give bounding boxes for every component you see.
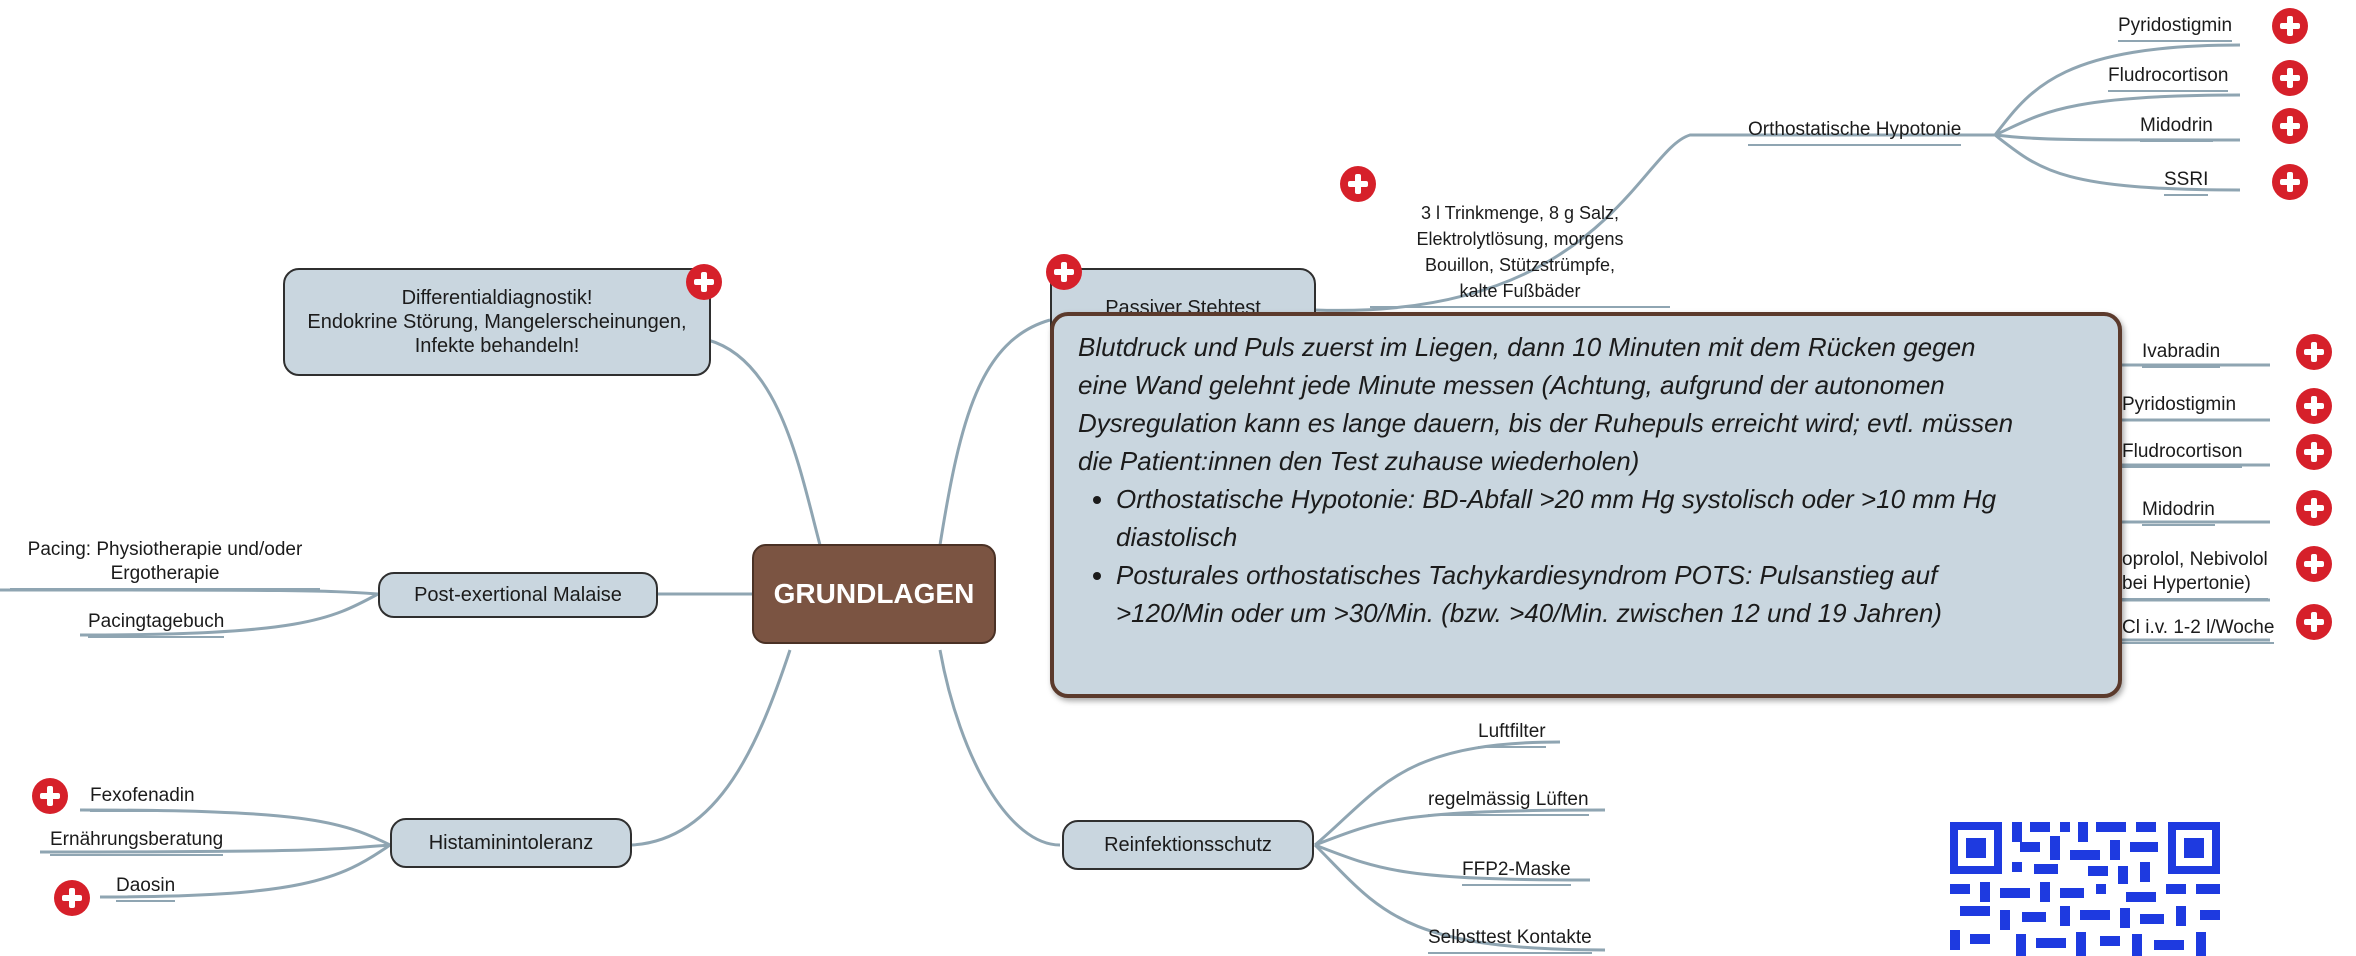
ortho-leaf-mido[interactable]: Midodrin (2140, 114, 2213, 142)
link-hist-daosin (99, 843, 391, 899)
link-ortho-ssri (1994, 133, 2241, 192)
differential-line2: Endokrine Störung, Mangelerscheinungen, (307, 311, 687, 333)
volume-line3: Bouillon, Stützstrümpfe, (1424, 255, 1616, 275)
root-label: GRUNDLAGEN (773, 578, 975, 609)
pots-leaf-nacl[interactable]: Cl i.v. 1-2 l/Woche (2122, 616, 2275, 644)
pem-leaf-pacing[interactable]: Pacing: Physiotherapie und/oder Ergother… (10, 538, 320, 590)
pots-leaf-mido[interactable]: Midodrin (2142, 498, 2215, 526)
reinfektion-label: Reinfektionsschutz (1104, 834, 1272, 856)
add-icon[interactable] (2296, 334, 2332, 370)
note-line4: die Patient:innen den Test zuhause wiede… (1078, 446, 1640, 476)
link-rein-luft (1314, 740, 1561, 847)
pots-leaf-pyr[interactable]: Pyridostigmin (2122, 393, 2237, 421)
note-bullet-1-line1: Orthostatische Hypotonie: BD-Abfall >20 … (1116, 484, 1997, 514)
add-icon[interactable] (2296, 388, 2332, 424)
link-root-histamin (631, 649, 792, 847)
stehtest-note-popup: Blutdruck und Puls zuerst im Liegen, dan… (1050, 312, 2122, 698)
reinfektion-leaf-ffp2[interactable]: FFP2-Maske (1462, 858, 1571, 886)
pots-leaf-beta[interactable]: oprolol, Nebivolol bei Hypertonie) (2122, 548, 2268, 600)
link-rein-selbst (1313, 843, 1606, 952)
histamin-label: Histaminintoleranz (428, 832, 594, 854)
reinfektion-leaf-lueften[interactable]: regelmässig Lüften (1428, 788, 1589, 816)
volume-line1: 3 l Trinkmenge, 8 g Salz, (1420, 203, 1620, 223)
pots-leaf-fludro[interactable]: Fludrocortison (2122, 440, 2243, 468)
histamin-leaf-fexo[interactable]: Fexofenadin (90, 784, 195, 812)
reinfektion-node[interactable]: Reinfektionsschutz (1062, 820, 1314, 870)
add-icon[interactable] (686, 264, 722, 300)
link-root-reinfektion (938, 649, 1061, 847)
note-bullet-1-line2: diastolisch (1116, 522, 1238, 552)
add-icon[interactable] (2296, 434, 2332, 470)
pem-label: Post-exertional Malaise (414, 584, 622, 606)
volume-line4: kalte Fußbäder (1459, 281, 1581, 301)
note-bullet-2: Posturales orthostatisches Tachykardiesy… (1116, 556, 2094, 632)
link-rein-lueften (1314, 808, 1606, 847)
ortho-label[interactable]: Orthostatische Hypotonie (1748, 118, 1962, 146)
add-icon[interactable] (1340, 166, 1376, 202)
note-line3: Dysregulation kann es lange dauern, bis … (1078, 408, 2014, 438)
note-bullet-2-line1: Posturales orthostatisches Tachykardiesy… (1116, 560, 1938, 590)
pem-leaf-pacing-line2: Ergotherapie (110, 563, 220, 584)
note-line1: Blutdruck und Puls zuerst im Liegen, dan… (1078, 332, 1976, 362)
histamin-leaf-ernaehrung[interactable]: Ernährungsberatung (50, 828, 224, 856)
add-icon[interactable] (54, 880, 90, 916)
link-ortho-mido (1994, 133, 2241, 142)
root-node[interactable]: GRUNDLAGEN (752, 544, 996, 644)
volume-leaf[interactable]: 3 l Trinkmenge, 8 g Salz, Elektrolytlösu… (1370, 200, 1670, 308)
add-icon[interactable] (1046, 254, 1082, 290)
differential-line1: Differentialdiagnostik! (401, 287, 593, 309)
note-bullets: Orthostatische Hypotonie: BD-Abfall >20 … (1078, 480, 2094, 632)
link-rein-ffp2 (1314, 843, 1591, 882)
reinfektion-leaf-luft[interactable]: Luftfilter (1478, 720, 1546, 748)
histamin-leaf-daosin[interactable]: Daosin (116, 874, 176, 902)
link-pem-leaf2 (79, 592, 379, 637)
link-ortho-pyr (1993, 43, 2241, 136)
pem-leaf-tagebuch[interactable]: Pacingtagebuch (88, 610, 225, 638)
reinfektion-leaf-selbst[interactable]: Selbsttest Kontakte (1428, 926, 1592, 954)
pem-node[interactable]: Post-exertional Malaise (378, 572, 658, 618)
link-hist-ernaehrung (39, 843, 391, 854)
ortho-leaf-fludro[interactable]: Fludrocortison (2108, 64, 2229, 92)
differential-node[interactable]: Differentialdiagnostik! Endokrine Störun… (283, 268, 711, 376)
add-icon[interactable] (2296, 604, 2332, 640)
note-line2: eine Wand gelehnt jede Minute messen (Ac… (1078, 370, 1945, 400)
pots-leaf-beta-line1: oprolol, Nebivolol (2122, 549, 2268, 570)
pots-leaf-ivab[interactable]: Ivabradin (2142, 340, 2221, 368)
pem-leaf-pacing-line1: Pacing: Physiotherapie und/oder (27, 539, 303, 560)
link-pem-leaf1 (0, 588, 379, 596)
histamin-node[interactable]: Histaminintoleranz (390, 818, 632, 868)
link-ortho-fludro (1994, 93, 2241, 137)
ortho-leaf-ssri[interactable]: SSRI (2164, 168, 2209, 196)
link-stehtest-ortho (1314, 133, 1995, 312)
add-icon[interactable] (2296, 546, 2332, 582)
differential-line3: Infekte behandeln! (414, 335, 580, 357)
volume-line2: Elektrolytlösung, morgens (1416, 229, 1624, 249)
link-root-differential (707, 338, 822, 546)
add-icon[interactable] (2296, 490, 2332, 526)
note-bullet-1: Orthostatische Hypotonie: BD-Abfall >20 … (1116, 480, 2094, 556)
add-icon[interactable] (2272, 108, 2308, 144)
ortho-leaf-pyr[interactable]: Pyridostigmin (2118, 14, 2233, 42)
note-bullet-2-line2: >120/Min oder um >30/Min. (bzw. >40/Min.… (1116, 598, 1942, 628)
add-icon[interactable] (2272, 8, 2308, 44)
qr-code-icon (1950, 822, 2220, 956)
link-root-stehtest (938, 318, 1051, 546)
pots-leaf-beta-line2: bei Hypertonie) (2122, 573, 2251, 594)
add-icon[interactable] (32, 778, 68, 814)
add-icon[interactable] (2272, 60, 2308, 96)
add-icon[interactable] (2272, 164, 2308, 200)
